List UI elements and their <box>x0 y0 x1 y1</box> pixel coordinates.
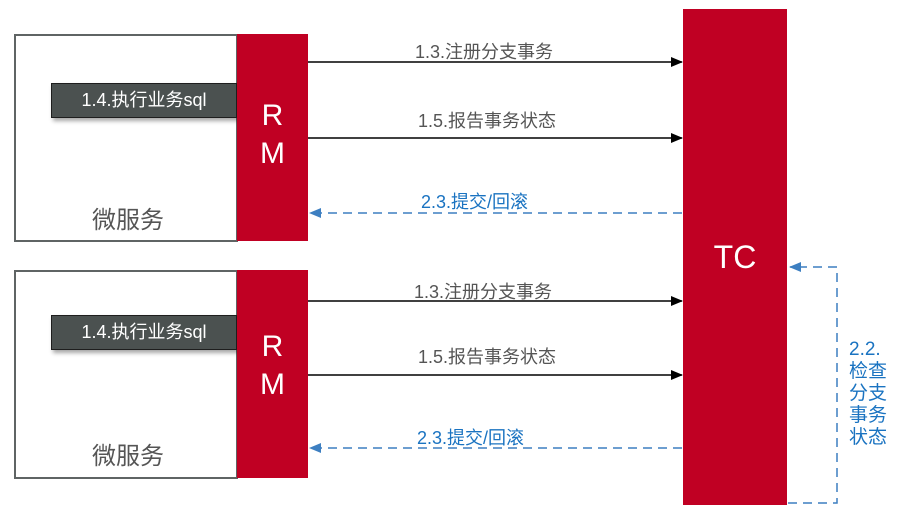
microservice-label: 微服务 <box>92 443 164 470</box>
rm-label-m: M <box>260 137 285 170</box>
microservice-label: 微服务 <box>92 207 164 234</box>
rm-label-m: M <box>260 368 285 401</box>
check-branch-status-loop <box>788 262 838 504</box>
execute-sql-box: 1.4.执行业务sql <box>51 83 237 118</box>
microservice-box-1: 微服务 <box>14 34 238 242</box>
rm-label-r: R <box>261 99 284 132</box>
check-label-line: 分支 <box>849 383 888 404</box>
check-label-line: 检查 <box>849 361 888 382</box>
register-branch-label-1: 1.3.注册分支事务 <box>415 42 554 62</box>
rm-resource-manager-1: R M <box>237 34 308 241</box>
tc-label: TC <box>713 239 757 275</box>
commit-rollback-label-1: 2.3.提交/回滚 <box>421 192 529 212</box>
check-branch-status-label: 2.2. 检查 分支 事务 状态 <box>849 339 909 449</box>
report-status-label-2: 1.5.报告事务状态 <box>418 347 557 367</box>
check-label-line: 2.2. <box>849 339 881 360</box>
commit-rollback-label-2: 2.3.提交/回滚 <box>417 428 525 448</box>
check-label-line: 状态 <box>849 427 888 448</box>
execute-sql-box: 1.4.执行业务sql <box>51 315 237 350</box>
report-status-label-1: 1.5.报告事务状态 <box>418 111 557 131</box>
check-label-line: 事务 <box>849 405 888 426</box>
rm-label-r: R <box>261 330 284 363</box>
tc-transaction-coordinator: TC <box>683 9 787 505</box>
register-branch-label-2: 1.3.注册分支事务 <box>414 282 553 302</box>
rm-resource-manager-2: R M <box>237 270 308 478</box>
